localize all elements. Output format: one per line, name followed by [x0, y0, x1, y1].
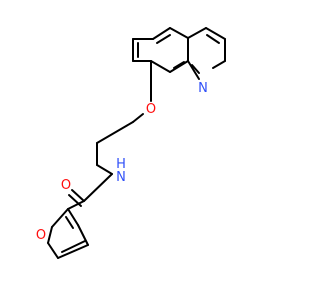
bond	[57, 244, 89, 259]
bond	[47, 226, 53, 244]
bond	[187, 60, 200, 80]
bond	[205, 27, 226, 40]
bond	[191, 64, 200, 74]
bond	[67, 208, 79, 226]
bond	[51, 208, 69, 228]
bond	[206, 34, 220, 44]
atom-label: O	[61, 178, 71, 193]
bond	[96, 164, 113, 175]
atom-label: O	[146, 102, 156, 117]
atom-label: N	[198, 81, 208, 96]
bond	[152, 27, 171, 40]
structure-diagram: O N N H O O	[36, 27, 226, 259]
bond	[77, 224, 89, 246]
bond	[212, 60, 226, 69]
bond	[173, 61, 185, 69]
bonds	[47, 27, 226, 259]
atom-labels: O N N H O O	[36, 81, 208, 243]
bond	[96, 121, 134, 144]
bond	[150, 60, 171, 73]
atom-label: H	[116, 157, 126, 172]
bond	[47, 242, 59, 259]
bond	[61, 240, 86, 253]
bond	[67, 200, 85, 210]
bond	[169, 27, 189, 39]
bond	[187, 27, 207, 39]
bond	[83, 173, 113, 202]
bond	[65, 216, 74, 229]
atom-label: O	[36, 228, 46, 243]
bond	[132, 113, 144, 123]
bond	[156, 34, 171, 44]
bond	[71, 189, 85, 202]
bond	[169, 60, 189, 73]
molecule-canvas: O N N H O O	[36, 27, 226, 259]
atom-label: N	[116, 170, 126, 185]
